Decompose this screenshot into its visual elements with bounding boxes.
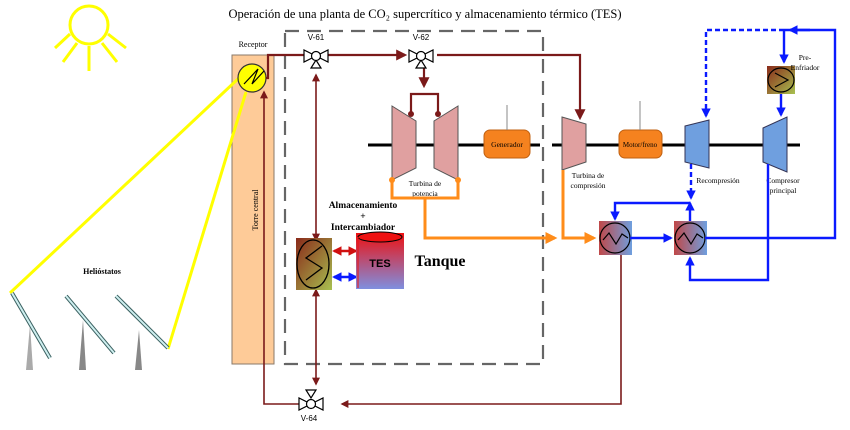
diagram-title: Operación de una planta de CO₂ supercrít… bbox=[228, 7, 621, 21]
tank-label: Tanque bbox=[415, 253, 466, 270]
receptor-heat-exchanger bbox=[237, 63, 267, 93]
storage-label-2: + bbox=[360, 212, 365, 222]
heliostat bbox=[10, 291, 52, 370]
heliostat bbox=[64, 294, 116, 370]
low-temp-recuperator bbox=[674, 221, 707, 255]
turbine-inlet-nodes bbox=[408, 111, 441, 117]
recompression-compressor bbox=[684, 119, 710, 169]
heliostat bbox=[114, 294, 170, 370]
compression-turbine-label-2: compresión bbox=[571, 181, 606, 190]
valve-v62-label: V-62 bbox=[413, 33, 430, 42]
pre-cooler-label-1: Pre- bbox=[799, 53, 812, 62]
motor-brake-label: Motor/freno bbox=[623, 141, 658, 149]
hot-co2-lines bbox=[260, 49, 622, 408]
valve-v64-label: V-64 bbox=[301, 414, 318, 423]
exhaust-nodes bbox=[389, 177, 461, 183]
compression-turbine-label-1: Turbina de bbox=[572, 171, 605, 180]
power-turbine-label-2: potencia bbox=[412, 189, 438, 198]
main-compressor-label-2: principal bbox=[770, 186, 797, 195]
tes-label: TES bbox=[369, 258, 390, 270]
tower-label: Torre central bbox=[251, 189, 260, 231]
generator-label: Generador bbox=[491, 140, 523, 149]
solar-rays bbox=[8, 76, 248, 350]
recompression-label: Recompresión bbox=[696, 176, 740, 185]
high-temp-recuperator bbox=[599, 221, 632, 255]
compression-turbine bbox=[561, 116, 587, 171]
main-compressor-label-1: Compresor bbox=[766, 176, 800, 185]
valve-v64[interactable] bbox=[298, 389, 324, 411]
power-turbine-label-1: Turbina de bbox=[409, 179, 442, 188]
receptor-label: Receptor bbox=[239, 40, 268, 49]
valve-v61-label: V-61 bbox=[308, 33, 325, 42]
pre-cooler-label-2: Enfriador bbox=[791, 63, 820, 72]
storage-label-3: Intercambiador bbox=[331, 223, 396, 233]
heliostat-field bbox=[10, 291, 170, 370]
pre-cooler bbox=[767, 66, 795, 94]
power-turbine bbox=[391, 105, 459, 181]
valve-v62[interactable] bbox=[408, 49, 434, 69]
heliostats-label: Helióstatos bbox=[83, 267, 121, 276]
storage-heat-exchanger bbox=[296, 238, 332, 290]
tes-boundary bbox=[283, 29, 545, 366]
valve-v61[interactable] bbox=[303, 49, 329, 69]
cold-co2-lines bbox=[610, 25, 837, 282]
turbine-exhaust-lines bbox=[390, 170, 597, 244]
tes-tank bbox=[356, 231, 404, 289]
central-tower bbox=[231, 54, 275, 365]
main-compressor bbox=[762, 116, 788, 173]
sun-icon bbox=[53, 4, 127, 71]
recompression-dashed-lines bbox=[686, 28, 784, 200]
storage-label-1: Almacenamiento bbox=[329, 201, 398, 211]
